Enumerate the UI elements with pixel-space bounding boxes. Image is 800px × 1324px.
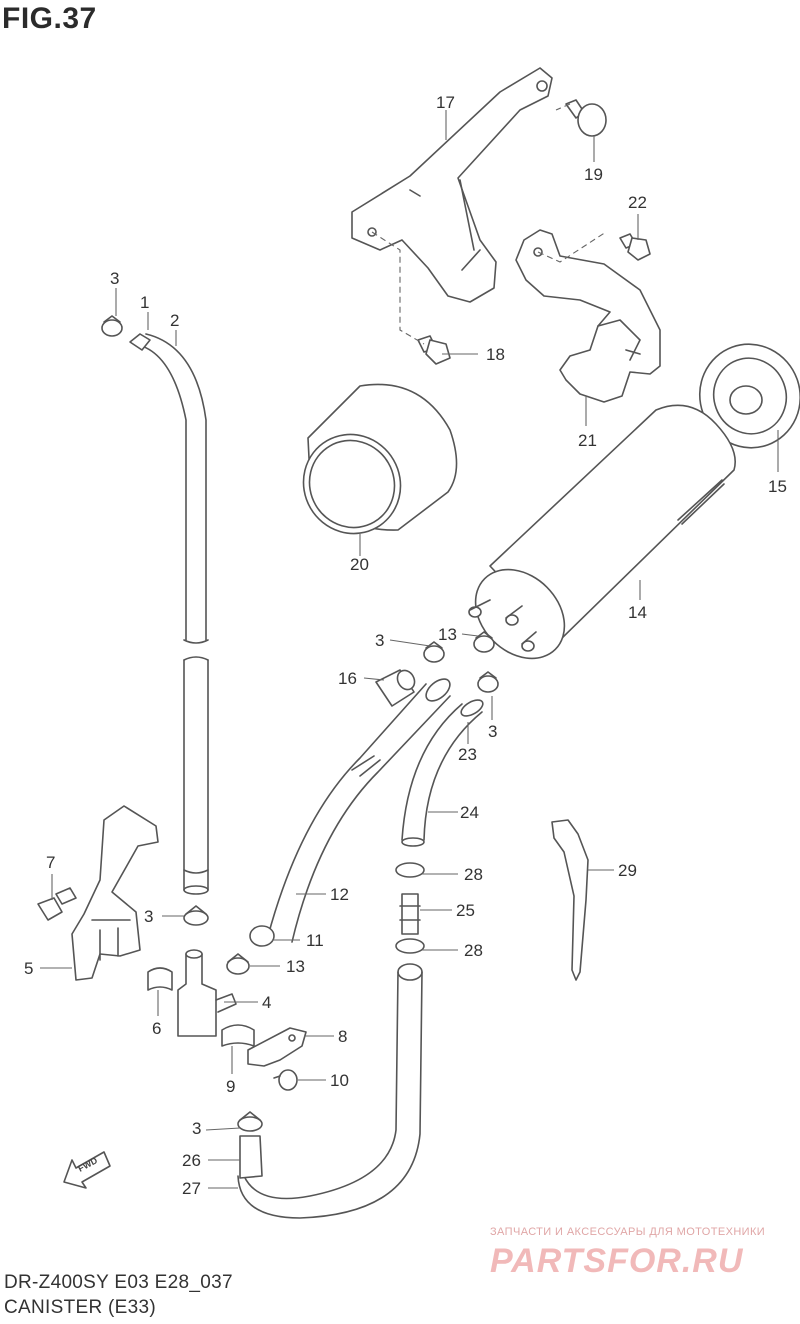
figure-title: FIG.37 bbox=[2, 2, 97, 35]
callout-26: 26 bbox=[182, 1151, 201, 1170]
footer-part-name: CANISTER (E33) bbox=[4, 1297, 157, 1318]
valve-4 bbox=[177, 949, 237, 1037]
callout-25: 25 bbox=[456, 901, 475, 920]
guide-lines bbox=[371, 103, 607, 345]
callout-28-b: 28 bbox=[464, 941, 483, 960]
hose-12 bbox=[249, 678, 451, 947]
bolt-10 bbox=[273, 1069, 298, 1091]
callout-27: 27 bbox=[182, 1179, 201, 1198]
callout-3-d: 3 bbox=[144, 907, 153, 926]
callout-3-a: 3 bbox=[110, 269, 119, 288]
callout-18: 18 bbox=[486, 345, 505, 364]
callout-8: 8 bbox=[338, 1027, 347, 1046]
footer-model-code: DR-Z400SY E03 E28_037 bbox=[4, 1272, 233, 1293]
fwd-arrow-icon: FWD bbox=[63, 1151, 111, 1189]
bolt-22 bbox=[619, 233, 651, 261]
callout-13-a: 13 bbox=[438, 625, 457, 644]
plug-16 bbox=[375, 669, 416, 707]
clamp-3-e bbox=[237, 1111, 263, 1132]
canister-14 bbox=[468, 404, 736, 660]
clamp-13-a bbox=[473, 631, 495, 653]
callout-13-b: 13 bbox=[286, 957, 305, 976]
clamp-28-b bbox=[395, 938, 425, 954]
clamp-13-b bbox=[226, 953, 250, 975]
callout-20: 20 bbox=[350, 555, 369, 574]
band-20 bbox=[302, 383, 458, 535]
callout-4: 4 bbox=[262, 993, 271, 1012]
hose-1-2 bbox=[129, 333, 209, 895]
bolt-19 bbox=[565, 99, 607, 137]
bolt-18 bbox=[417, 335, 451, 365]
callout-22: 22 bbox=[628, 193, 647, 212]
bracket-5 bbox=[71, 805, 159, 981]
callout-labels: 17 19 22 18 21 15 20 14 3 1 2 3 13 16 3 … bbox=[24, 93, 787, 1198]
callout-3-c: 3 bbox=[488, 722, 497, 741]
watermark-tagline: ЗАПЧАСТИ И АКСЕССУАРЫ ДЛЯ МОТОТЕХНИКИ bbox=[490, 1226, 766, 1238]
clamp-3-a bbox=[101, 315, 123, 337]
callout-5: 5 bbox=[24, 959, 33, 978]
bracket-8 bbox=[247, 1027, 307, 1067]
clamp-3-d bbox=[183, 905, 209, 926]
callout-29: 29 bbox=[618, 861, 637, 880]
callout-16: 16 bbox=[338, 669, 357, 688]
callout-21: 21 bbox=[578, 431, 597, 450]
cable-tie-29 bbox=[551, 819, 589, 981]
callout-11: 11 bbox=[306, 931, 324, 950]
callout-28-a: 28 bbox=[464, 865, 483, 884]
callout-3-b: 3 bbox=[375, 631, 384, 650]
callout-9: 9 bbox=[226, 1077, 235, 1096]
clamp-3-c bbox=[477, 671, 499, 693]
callout-6: 6 bbox=[152, 1019, 161, 1038]
clamp-28-a bbox=[395, 862, 425, 878]
callout-24: 24 bbox=[460, 803, 479, 822]
watermark-brand: PARTSFOR.RU bbox=[490, 1242, 744, 1280]
callout-10: 10 bbox=[330, 1071, 349, 1090]
joint-25 bbox=[399, 893, 421, 935]
bolt-7 bbox=[37, 887, 77, 921]
callout-7: 7 bbox=[46, 853, 55, 872]
callout-19: 19 bbox=[584, 165, 603, 184]
bracket-17 bbox=[351, 67, 553, 303]
callout-2: 2 bbox=[170, 311, 179, 330]
bracket-21 bbox=[515, 229, 661, 403]
hose-23-24 bbox=[401, 699, 484, 847]
cap-6 bbox=[147, 967, 173, 991]
callout-15: 15 bbox=[768, 477, 787, 496]
callout-12: 12 bbox=[330, 885, 349, 904]
leader-lines bbox=[40, 110, 779, 1189]
callout-17: 17 bbox=[436, 93, 455, 112]
callout-3-e: 3 bbox=[192, 1119, 201, 1138]
callout-23: 23 bbox=[458, 745, 477, 764]
callout-14: 14 bbox=[628, 603, 647, 622]
cap-9 bbox=[221, 1024, 255, 1047]
hose-26-27 bbox=[237, 963, 423, 1219]
callout-1: 1 bbox=[140, 293, 149, 312]
